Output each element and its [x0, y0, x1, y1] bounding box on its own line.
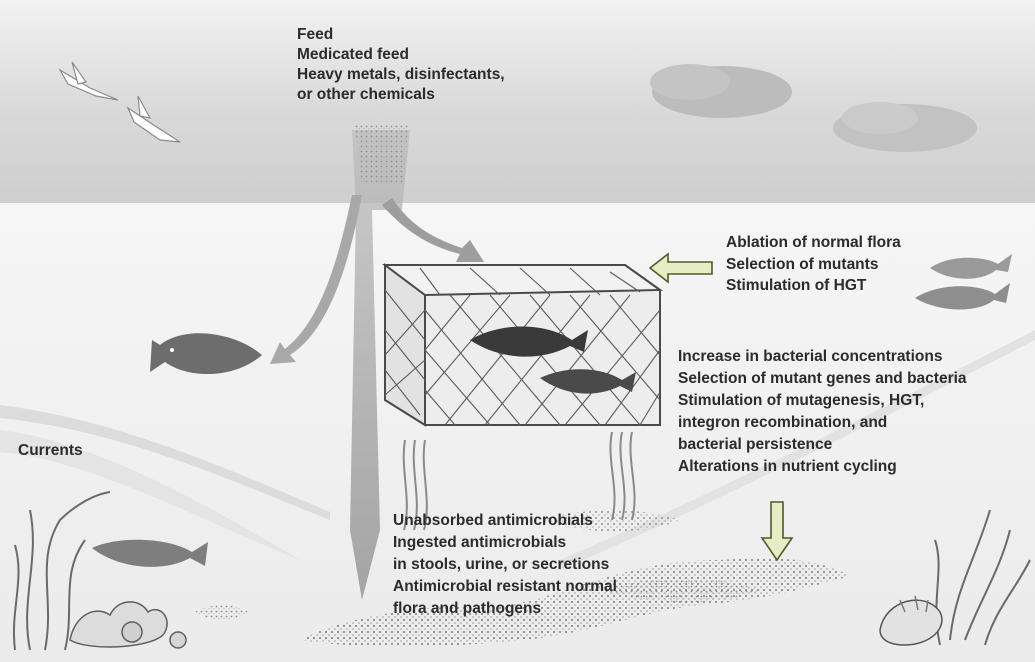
sediment-input-line-4: Antimicrobial resistant normal — [393, 576, 617, 598]
sediment-effect-line-2: Selection of mutant genes and bacteria — [678, 368, 967, 390]
feed-line-4: or other chemicals — [297, 85, 505, 105]
feed-line-1: Feed — [297, 25, 505, 45]
sediment-inputs-label: Unabsorbed antimicrobials Ingested antim… — [393, 510, 617, 620]
cage-effects-label: Ablation of normal flora Selection of mu… — [726, 232, 901, 297]
sediment-effects-label: Increase in bacterial concentrations Sel… — [678, 346, 967, 478]
sediment-input-line-1: Unabsorbed antimicrobials — [393, 510, 617, 532]
sediment-input-line-3: in stools, urine, or secretions — [393, 554, 617, 576]
sediment-effect-line-6: Alterations in nutrient cycling — [678, 456, 967, 478]
currents-label: Currents — [18, 441, 83, 461]
sky-band — [0, 0, 1035, 203]
sediment-input-line-5: flora and pathogens — [393, 598, 617, 620]
feed-line-2: Medicated feed — [297, 45, 505, 65]
cage-effect-line-3: Stimulation of HGT — [726, 275, 901, 297]
sediment-effect-line-3: Stimulation of mutagenesis, HGT, — [678, 390, 967, 412]
sediment-input-line-2: Ingested antimicrobials — [393, 532, 617, 554]
feed-inputs-label: Feed Medicated feed Heavy metals, disinf… — [297, 25, 505, 105]
cage-effect-line-2: Selection of mutants — [726, 254, 901, 276]
sediment-effect-line-1: Increase in bacterial concentrations — [678, 346, 967, 368]
sediment-effect-line-5: bacterial persistence — [678, 434, 967, 456]
cage-effect-line-1: Ablation of normal flora — [726, 232, 901, 254]
feed-particles — [355, 125, 408, 185]
sediment-effect-line-4: integron recombination, and — [678, 412, 967, 434]
feed-line-3: Heavy metals, disinfectants, — [297, 65, 505, 85]
